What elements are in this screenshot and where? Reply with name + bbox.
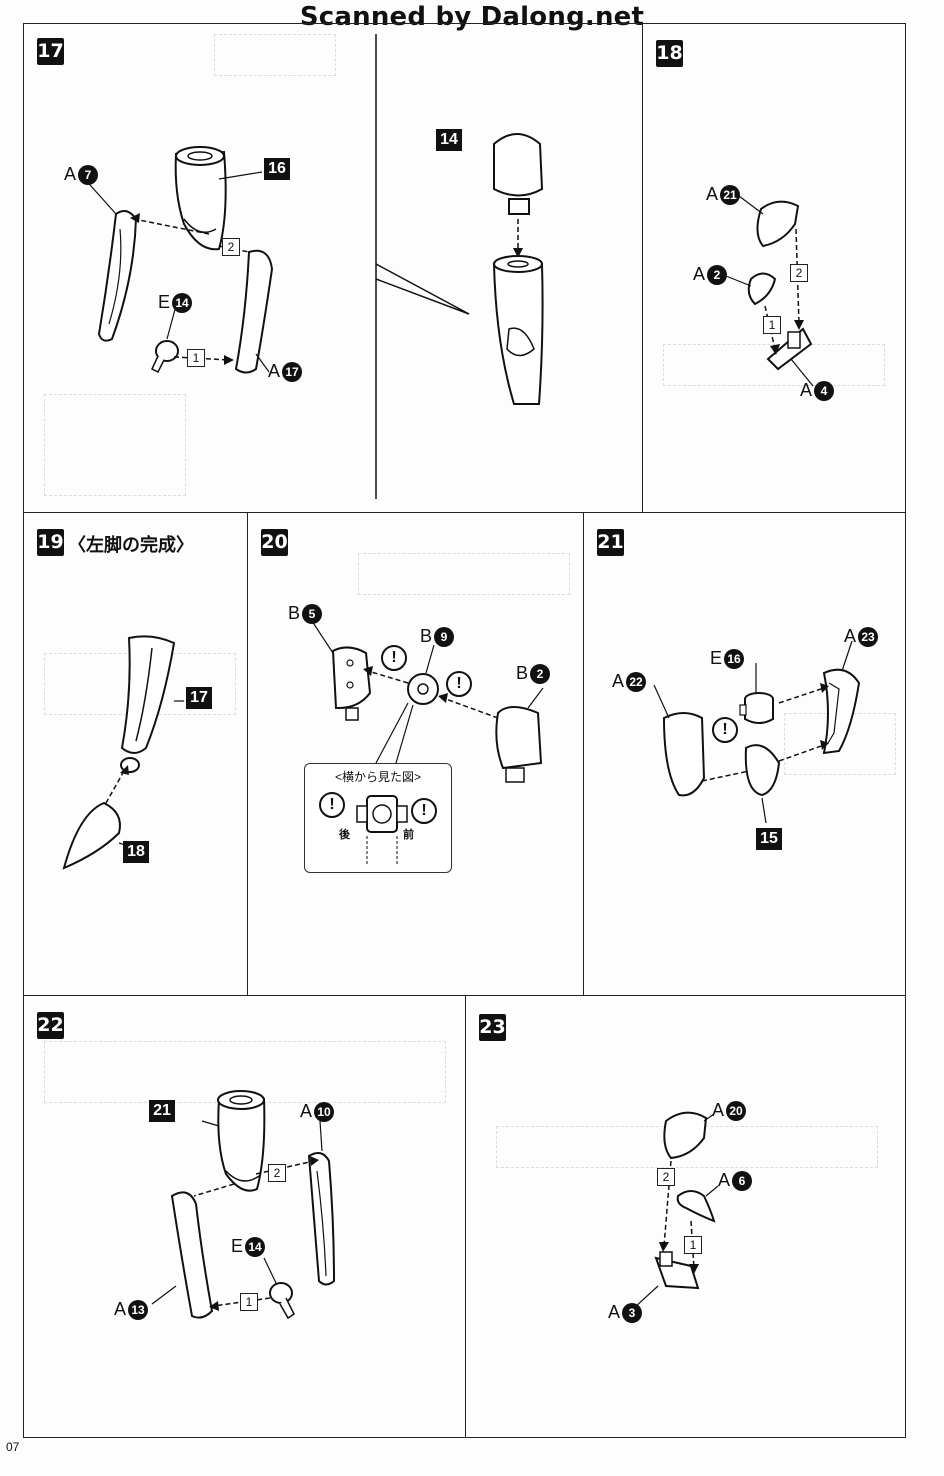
order-2: 2: [657, 1168, 675, 1186]
part-label-a6: A 6: [718, 1170, 753, 1191]
panel-step-19: 19 〈左脚の完成〉 17 18: [23, 512, 248, 996]
caution-mark: !: [411, 798, 437, 824]
step17-illustration: [81, 34, 544, 499]
step18-illustration: [720, 195, 814, 387]
panel-step-21: 21 A 22 E 16 A 23 ! 15: [583, 512, 906, 996]
panel-step-20: 20 B 5 B 9 B 2 ! ! <横から見た: [247, 512, 584, 996]
label-front: 前: [403, 829, 414, 841]
caution-mark: !: [381, 645, 407, 671]
panel-step-22: 22 21 A 10 2 E 14 1 A 13: [23, 995, 466, 1438]
order-1: 1: [240, 1293, 258, 1311]
step19-illustration: [62, 635, 184, 870]
part-box-15: 15: [756, 828, 782, 850]
part-label-a17: A 17: [268, 361, 303, 382]
step20-illustration: [307, 614, 544, 783]
part-label-b2: B 2: [516, 663, 551, 684]
part-box-14: 14: [436, 129, 462, 151]
order-2: 2: [222, 238, 240, 256]
caution-mark: !: [446, 671, 472, 697]
label-back: 後: [339, 829, 350, 841]
part-label-a23: A 23: [844, 626, 879, 647]
part-label-a20: A 20: [712, 1100, 747, 1121]
part-box-18: 18: [123, 841, 149, 863]
part-box-21: 21: [149, 1100, 175, 1122]
part-label-a10: A 10: [300, 1101, 335, 1122]
part-label-e14: E 14: [158, 292, 193, 313]
part-box-17: 17: [186, 687, 212, 709]
part-label-e16: E 16: [710, 648, 745, 669]
part-label-a7: A 7: [64, 164, 99, 185]
order-1: 1: [763, 316, 781, 334]
order-2: 2: [268, 1164, 286, 1182]
step-number-21: 21: [597, 529, 624, 556]
order-2: 2: [790, 264, 808, 282]
step-title-19: 〈左脚の完成〉: [68, 535, 194, 556]
step22-illustration: [151, 1090, 336, 1320]
part-label-a4: A 4: [800, 380, 835, 401]
part-label-a21: A 21: [706, 184, 741, 205]
step-number-23: 23: [479, 1014, 506, 1041]
order-1: 1: [187, 349, 205, 367]
part-label-b5: B 5: [288, 603, 323, 624]
step-number-20: 20: [261, 529, 288, 556]
side-view-joint-icon: [356, 795, 408, 864]
part-label-a22: A 22: [612, 671, 647, 692]
step-number-17: 17: [37, 38, 64, 65]
step23-illustration: [633, 1111, 719, 1309]
part-label-b9: B 9: [420, 626, 455, 647]
order-1: 1: [684, 1236, 702, 1254]
part-label-a13: A 13: [114, 1299, 149, 1320]
panel-step-18: 18 A 21 A 2 2 1 A 4: [642, 23, 906, 513]
part-label-a2: A 2: [693, 264, 728, 285]
panel-step-23: 23 A 20 2 A 6 1 A 3: [465, 995, 906, 1438]
callout-title: <横から見た図>: [334, 770, 422, 784]
part-box-16: 16: [264, 158, 290, 180]
page-header: Scanned by Dalong.net: [299, 2, 645, 32]
caution-mark: !: [712, 717, 738, 743]
step21-illustration: [653, 640, 861, 824]
side-view-callout: <横から見た図> ! ! 後 前: [304, 763, 452, 873]
page-number: 07: [6, 1440, 20, 1454]
caution-mark: !: [319, 792, 345, 818]
panel-step-17: 17: [23, 23, 643, 513]
step-number-19: 19: [37, 529, 64, 556]
part-label-e14: E 14: [231, 1236, 266, 1257]
part-label-a3: A 3: [608, 1302, 643, 1323]
step-number-18: 18: [656, 40, 683, 67]
step-number-22: 22: [37, 1012, 64, 1039]
